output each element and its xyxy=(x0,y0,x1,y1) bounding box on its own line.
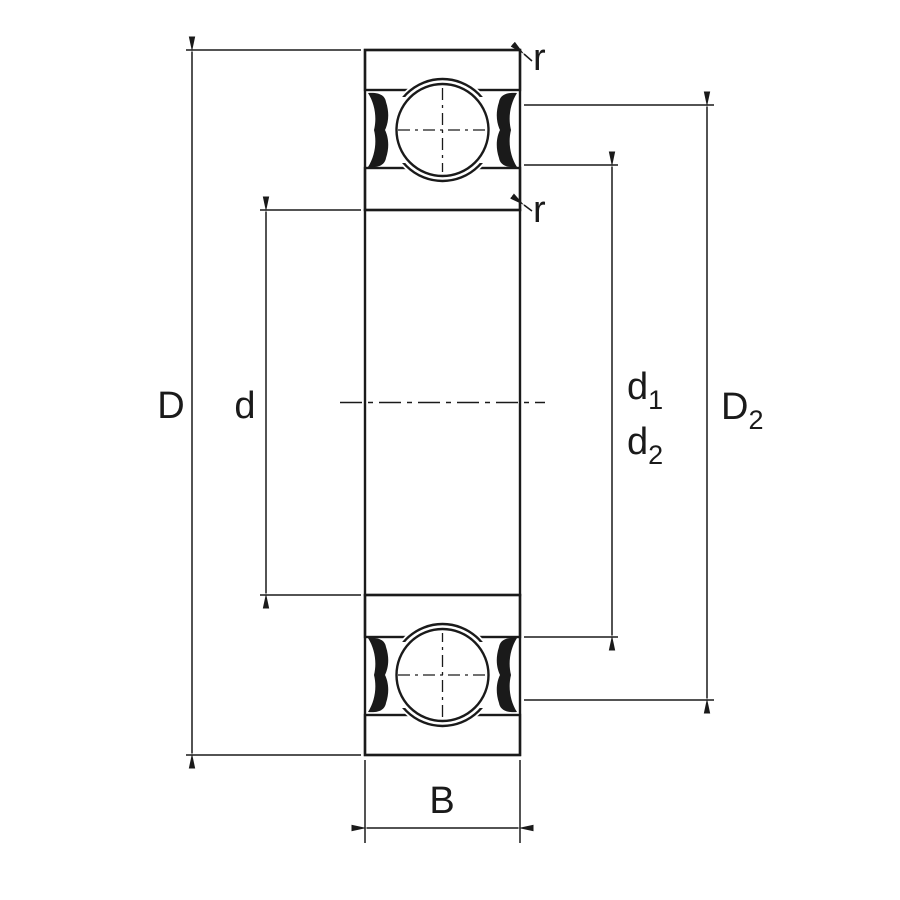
label-D: D xyxy=(157,385,184,427)
bearing-half-section xyxy=(363,48,522,212)
leader-line xyxy=(510,193,533,212)
label-d2: d2 xyxy=(627,421,663,470)
label-r-inner: r xyxy=(533,189,546,231)
label-D2: D2 xyxy=(721,386,763,435)
dimension-outer-diameter: D xyxy=(157,36,361,769)
dimension-width: B xyxy=(351,760,534,843)
label-B: B xyxy=(429,780,454,822)
leader-line xyxy=(510,41,533,62)
dimension-recess-diameter: D2 xyxy=(524,91,763,714)
dimension-bore-diameter: d xyxy=(234,196,361,609)
dimension-chamfer-top: r xyxy=(510,37,546,79)
label-d: d xyxy=(234,385,255,427)
label-r-top: r xyxy=(533,37,546,79)
bearing-body xyxy=(340,48,545,757)
label-d1: d1 xyxy=(627,366,663,415)
bearing-half-section-mirrored xyxy=(363,593,522,757)
dimension-chamfer-inner: r xyxy=(510,189,546,231)
seal-left xyxy=(368,92,389,168)
ball xyxy=(395,82,490,178)
dimension-shoulder-diameters: d1 d2 xyxy=(524,151,663,651)
seal-right xyxy=(496,92,517,168)
